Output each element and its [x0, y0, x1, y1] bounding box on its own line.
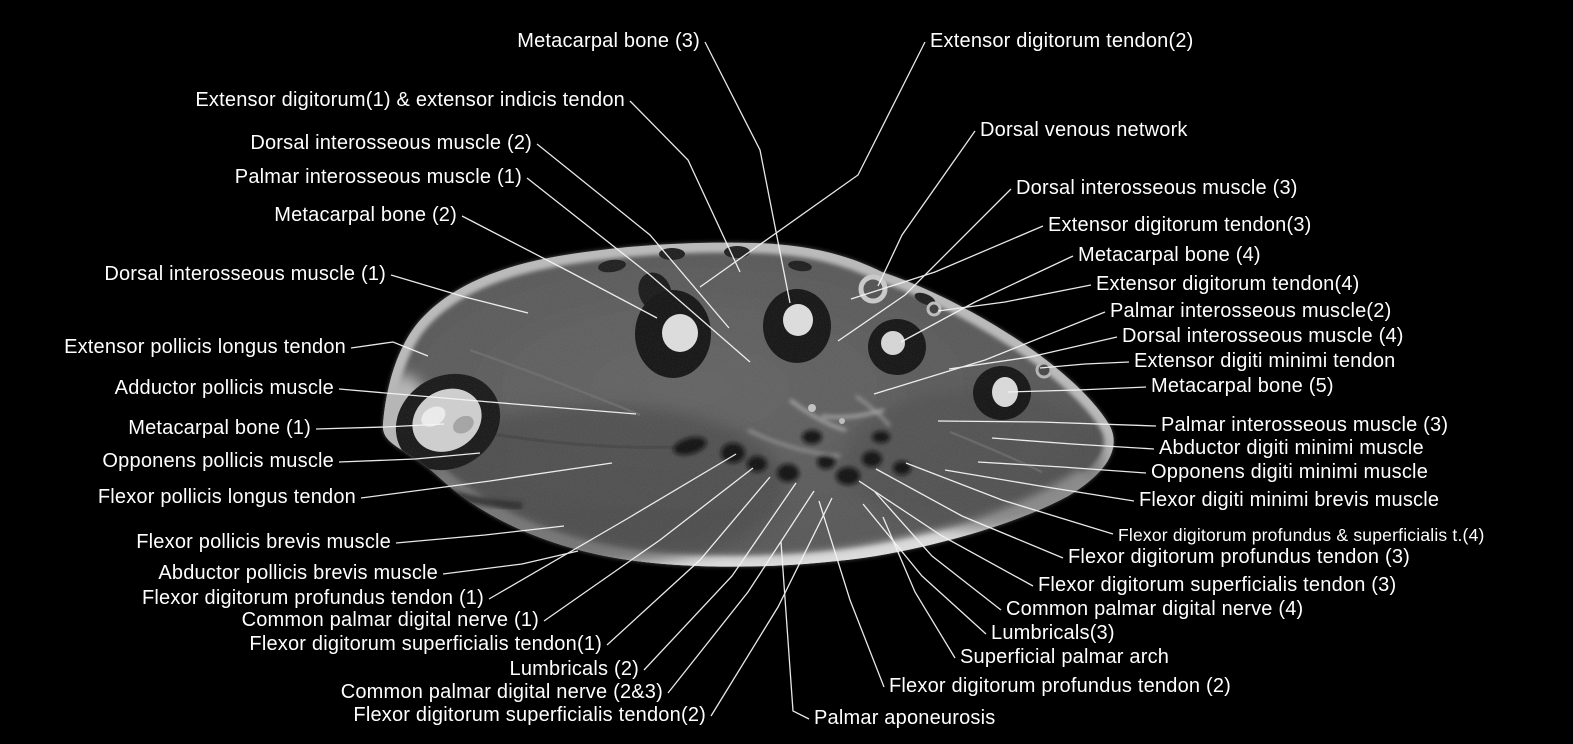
leader-line — [461, 215, 658, 319]
leader-line — [350, 341, 429, 357]
label-adductor-pollicis-muscle: Adductor pollicis muscle — [114, 377, 334, 399]
leader-line — [937, 284, 1092, 312]
leader-line — [818, 500, 885, 688]
leader-line — [875, 468, 1064, 559]
label-metacarpal-bone-5: Metacarpal bone (5) — [1151, 375, 1334, 397]
label-extensor-digitorum-tendon-2: Extensor digitorum tendon(2) — [930, 30, 1194, 52]
leader-line — [629, 100, 741, 273]
leader-line — [858, 480, 1034, 587]
leader-line — [338, 388, 637, 415]
leader-lines — [315, 41, 1157, 720]
label-extensor-digitorum-1-and-extensor-indicis-tendon: Extensor digitorum(1) & extensor indicis… — [195, 89, 625, 111]
label-metacarpal-bone-3: Metacarpal bone (3) — [517, 30, 700, 52]
leader-line — [442, 550, 579, 575]
label-dorsal-venous-network: Dorsal venous network — [980, 119, 1188, 141]
label-extensor-digitorum-tendon-4: Extensor digitorum tendon(4) — [1096, 273, 1360, 295]
label-palmar-interosseous-muscle-1: Palmar interosseous muscle (1) — [234, 166, 522, 188]
leader-line — [360, 462, 613, 499]
leader-line — [395, 525, 565, 544]
leader-line — [900, 255, 1074, 343]
leader-line — [526, 177, 751, 363]
leader-line — [536, 143, 730, 329]
label-extensor-digitorum-tendon-3: Extensor digitorum tendon(3) — [1048, 214, 1312, 236]
label-common-palmar-digital-nerve-4: Common palmar digital nerve (4) — [1006, 598, 1304, 620]
label-extensor-digiti-minimi-tendon: Extensor digiti minimi tendon — [1134, 350, 1396, 372]
leader-line — [937, 420, 1157, 427]
leader-line — [944, 469, 1135, 502]
label-opponens-pollicis-muscle: Opponens pollicis muscle — [102, 450, 334, 472]
label-flexor-digitorum-profundus-and-superficialis-t-4: Flexor digitorum profundus & superficial… — [1118, 525, 1485, 545]
label-flexor-digitorum-profundus-tendon-3: Flexor digitorum profundus tendon (3) — [1068, 546, 1411, 568]
leader-line — [874, 491, 1002, 611]
label-flexor-digitorum-superficialis-tendon-3: Flexor digitorum superficialis tendon (3… — [1038, 574, 1397, 596]
leader-line — [1007, 386, 1147, 393]
leader-line — [606, 476, 771, 646]
label-palmar-interosseous-muscle-2: Palmar interosseous muscle(2) — [1110, 300, 1392, 322]
label-dorsal-interosseous-muscle-1: Dorsal interosseous muscle (1) — [104, 263, 386, 285]
leader-line — [390, 274, 529, 314]
label-flexor-digitorum-profundus-tendon-1: Flexor digitorum profundus tendon (1) — [141, 587, 484, 609]
leader-line — [948, 336, 1118, 370]
label-metacarpal-bone-4: Metacarpal bone (4) — [1078, 244, 1261, 266]
leader-line — [837, 188, 1012, 342]
label-flexor-pollicis-brevis-muscle: Flexor pollicis brevis muscle — [136, 531, 391, 553]
leader-line — [699, 41, 926, 288]
label-flexor-pollicis-longus-tendon: Flexor pollicis longus tendon — [97, 486, 356, 508]
hand-cross-section — [382, 242, 1114, 567]
label-common-palmar-digital-nerve-1: Common palmar digital nerve (1) — [241, 609, 539, 631]
label-abductor-digiti-minimi-muscle: Abductor digiti minimi muscle — [1159, 437, 1424, 459]
leader-line — [977, 461, 1147, 474]
label-palmar-aponeurosis: Palmar aponeurosis — [814, 707, 996, 729]
leader-line — [488, 453, 737, 600]
leader-line — [643, 482, 797, 671]
label-palmar-interosseous-muscle-3: Palmar interosseous muscle (3) — [1161, 414, 1449, 436]
leader-line — [882, 516, 956, 659]
label-flexor-digitorum-profundus-tendon-2: Flexor digitorum profundus tendon (2) — [889, 675, 1232, 697]
label-flexor-digitorum-superficialis-tendon-1: Flexor digitorum superficialis tendon(1) — [249, 633, 602, 655]
leader-line — [1039, 361, 1130, 369]
label-extensor-pollicis-longus-tendon: Extensor pollicis longus tendon — [64, 336, 346, 358]
label-common-palmar-digital-nerve-2-3: Common palmar digital nerve (2&3) — [340, 681, 663, 703]
leader-line — [667, 490, 815, 694]
leader-line — [780, 541, 810, 720]
label-metacarpal-bone-1: Metacarpal bone (1) — [128, 417, 311, 439]
leader-line — [543, 467, 754, 622]
label-flexor-digitorum-superficialis-tendon-2: Flexor digitorum superficialis tendon(2) — [353, 704, 706, 726]
leader-line — [315, 423, 445, 430]
leader-line — [338, 452, 481, 463]
label-dorsal-interosseous-muscle-4: Dorsal interosseous muscle (4) — [1122, 325, 1404, 347]
leader-line — [710, 497, 833, 717]
label-lumbricals-2: Lumbricals (2) — [509, 658, 639, 680]
label-abductor-pollicis-brevis-muscle: Abductor pollicis brevis muscle — [158, 562, 438, 584]
leader-line — [877, 130, 976, 287]
leader-line — [873, 311, 1106, 395]
leader-line — [905, 462, 1114, 535]
label-flexor-digiti-minimi-brevis-muscle: Flexor digiti minimi brevis muscle — [1139, 489, 1440, 511]
label-dorsal-interosseous-muscle-3: Dorsal interosseous muscle (3) — [1016, 177, 1298, 199]
leader-line — [850, 225, 1044, 300]
label-opponens-digiti-minimi-muscle: Opponens digiti minimi muscle — [1151, 461, 1429, 483]
label-metacarpal-bone-2: Metacarpal bone (2) — [274, 204, 457, 226]
mri-noise — [382, 242, 1114, 567]
leader-line — [862, 503, 987, 635]
label-dorsal-interosseous-muscle-2: Dorsal interosseous muscle (2) — [250, 132, 532, 154]
leader-line — [991, 437, 1155, 450]
leader-line — [704, 41, 791, 304]
label-lumbricals-3: Lumbricals(3) — [991, 622, 1115, 644]
label-superficial-palmar-arch: Superficial palmar arch — [960, 646, 1170, 668]
